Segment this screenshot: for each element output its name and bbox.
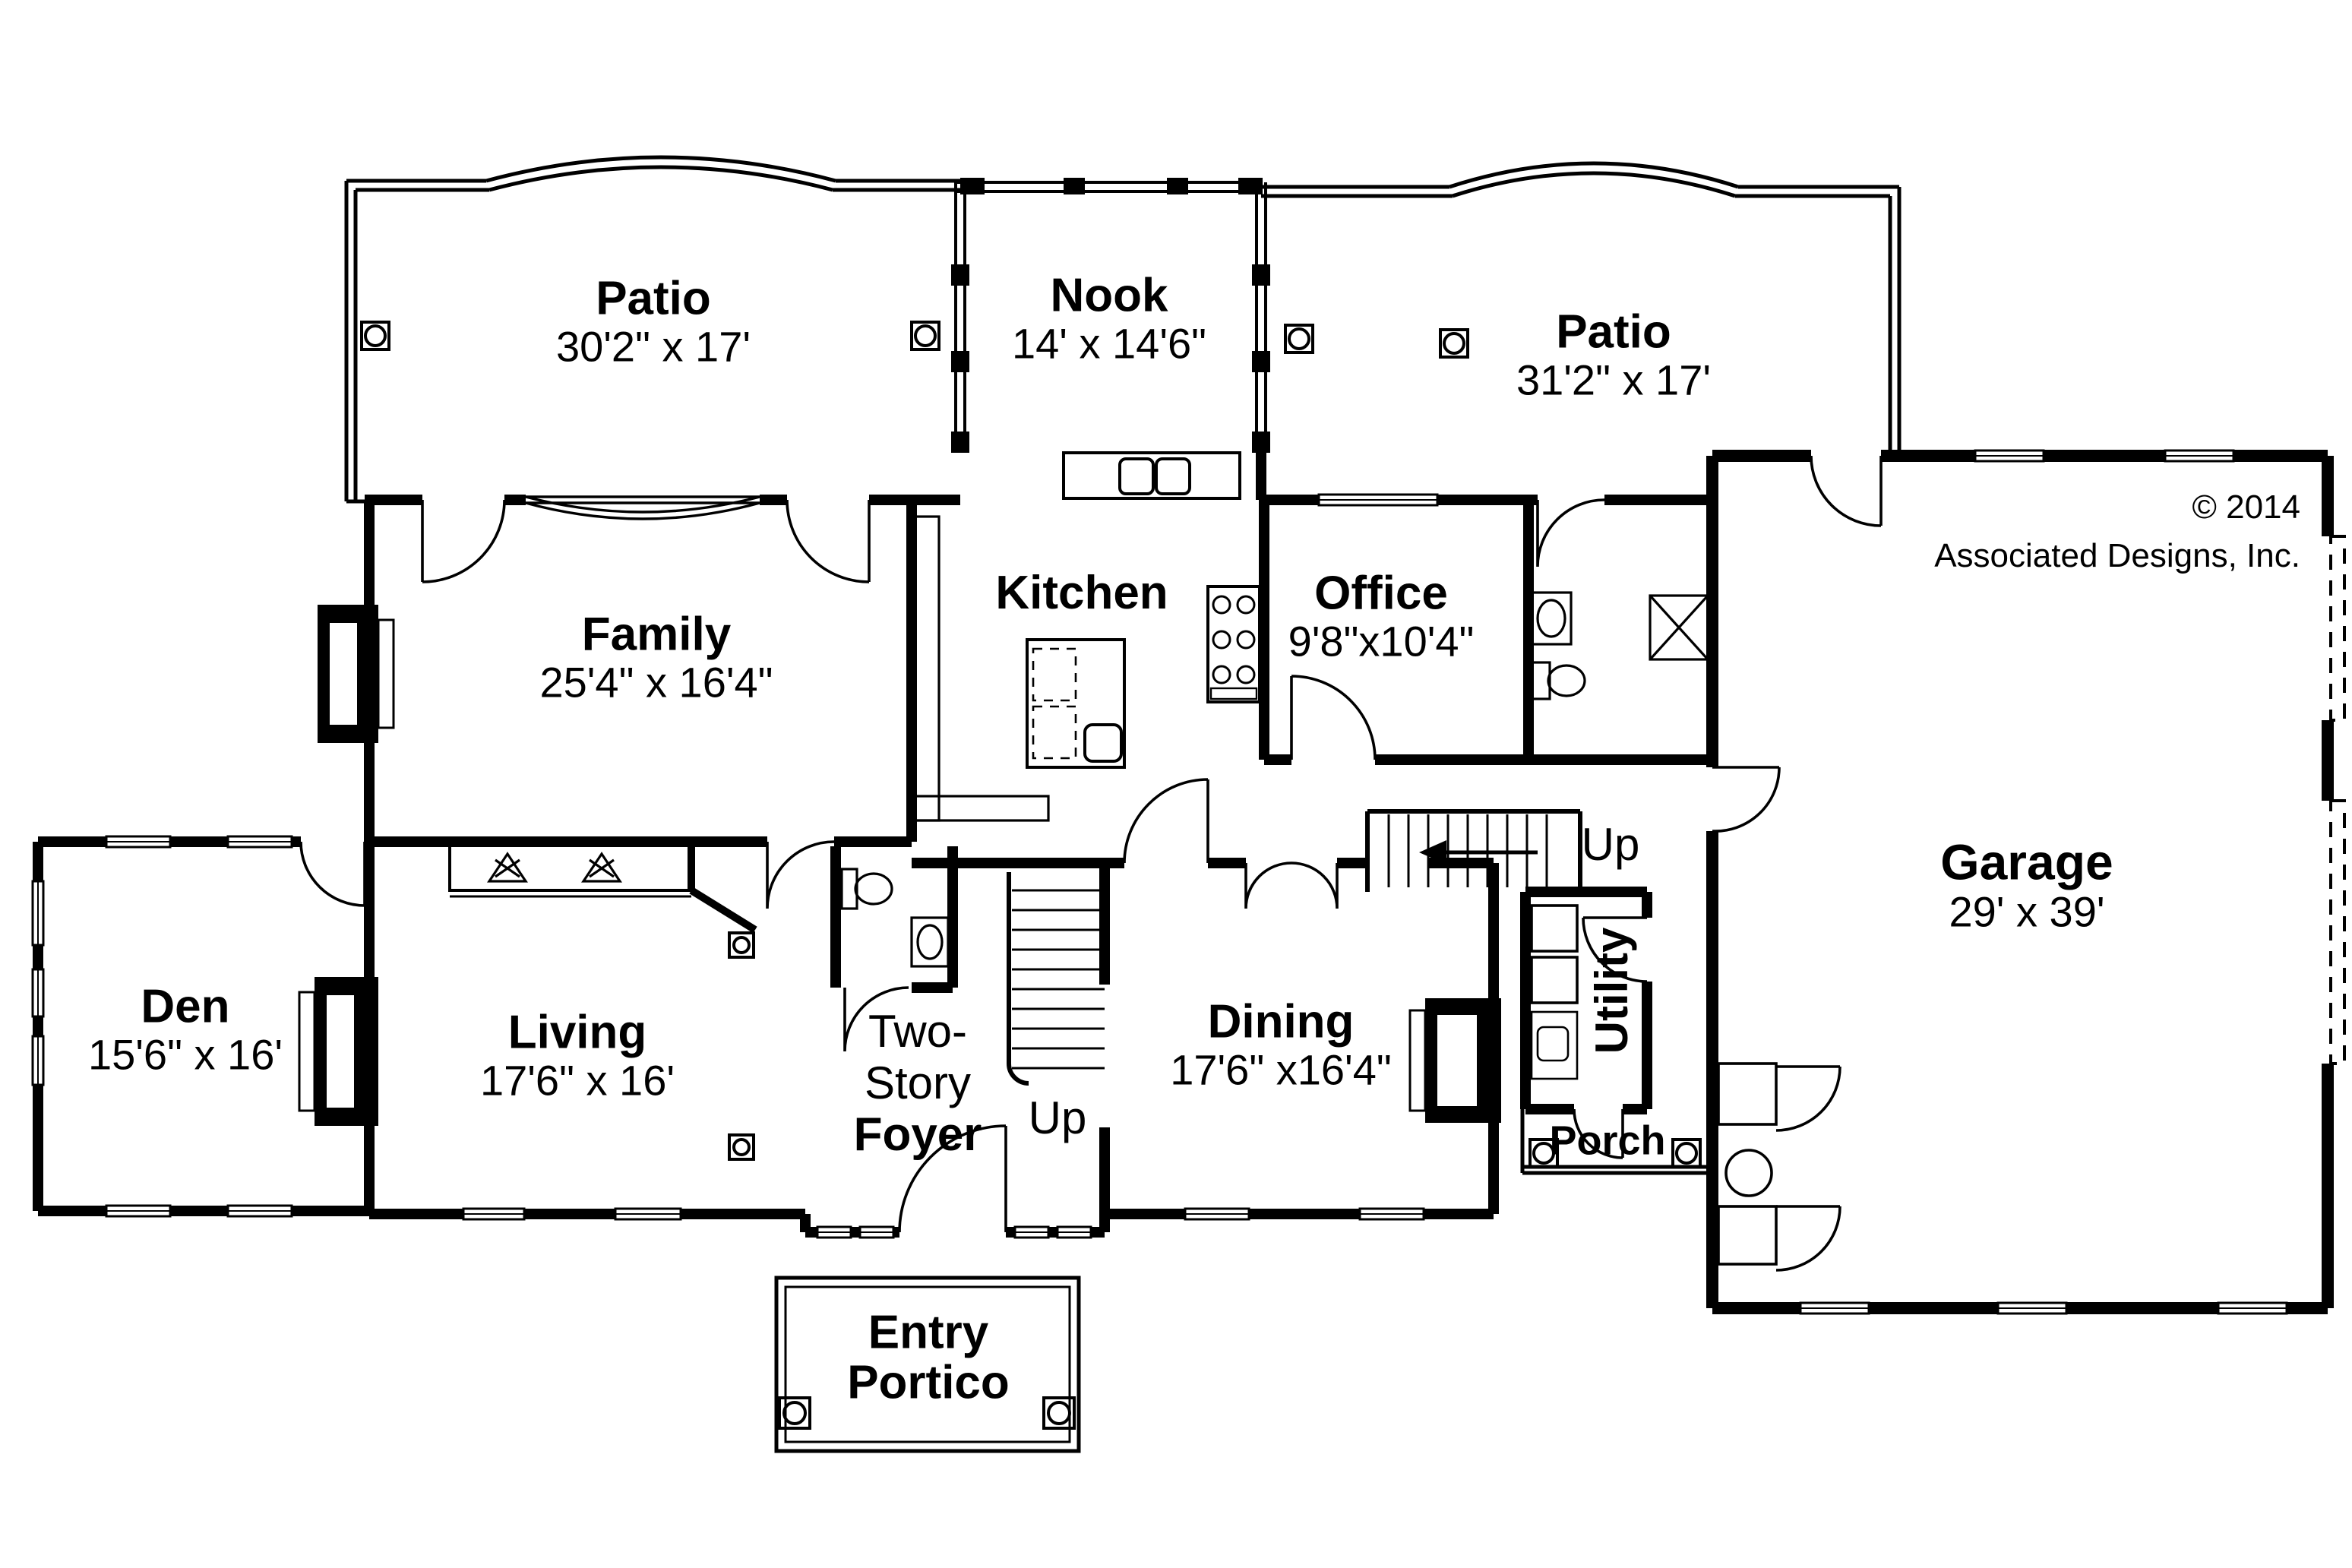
kitchen-counter-west (913, 515, 1050, 822)
kitchen-island (1026, 638, 1126, 769)
stairs-direction-arrow (1419, 840, 1538, 865)
room-label-patio-right: Patio 31'2" x 17' (1516, 305, 1712, 404)
garage-door-dashes (2329, 535, 2346, 1065)
windows (31, 449, 2288, 1315)
room-label-family: Family 25'4" x 16'4" (539, 607, 773, 707)
room-label-porch: Porch (1549, 1118, 1666, 1164)
room-label-foyer: Two- Story Foyer (853, 1007, 982, 1162)
closet-hanger-icons (487, 852, 622, 883)
entry-portico-walls (774, 1276, 1081, 1453)
kitchen-counter-north (1062, 451, 1241, 500)
family-fireplace (318, 605, 395, 743)
utility-fixtures (1530, 904, 1579, 1080)
exterior-walls (33, 451, 1712, 1238)
foyer-stairs (1007, 872, 1105, 1086)
copyright-notice: © 2014 Associated Designs, Inc. (1934, 488, 2300, 574)
room-label-kitchen: Kitchen (995, 566, 1168, 620)
stove-icon (1206, 585, 1261, 703)
room-label-office: Office 9'8"x10'4" (1288, 566, 1475, 665)
garage-mech-corner (1717, 1062, 1778, 1266)
room-label-dining: Dining 17'6" x16'4" (1170, 994, 1392, 1094)
room-label-garage: Garage 29' x 39' (1940, 833, 2113, 936)
room-label-utility: Utility (1588, 927, 1638, 1054)
nook-walls (951, 178, 1270, 453)
den-fireplace (298, 977, 378, 1126)
garage-walls (1706, 450, 2334, 1314)
door-arcs (299, 455, 1883, 1272)
window-midlines (37, 455, 2287, 1309)
room-label-patio-left: Patio 30'2" x 17' (555, 271, 751, 371)
foyer-stairs-up-label: Up (1028, 1094, 1087, 1144)
patio-left-walls (344, 155, 960, 504)
arched-opening (525, 495, 760, 520)
room-label-entry-portico: Entry Portico (847, 1305, 1010, 1408)
column-icons (360, 321, 1702, 1430)
nook-wall-jambs (951, 178, 1270, 453)
room-label-nook: Nook 14' x 14'6" (1011, 268, 1207, 368)
rear-stairs-up-label: Up (1581, 820, 1640, 871)
porch-walls (1520, 1109, 1712, 1175)
foyer-post-icons (728, 931, 755, 1161)
dining-fireplace (1408, 998, 1501, 1123)
room-label-den: Den 15'6" x 16' (87, 979, 283, 1079)
powder-room-fixtures (840, 868, 950, 968)
room-label-living: Living 17'6" x 16' (479, 1005, 675, 1105)
hall-closet (448, 842, 757, 934)
patio-right-walls (1261, 161, 1902, 456)
bath-fixtures (1530, 591, 1709, 700)
